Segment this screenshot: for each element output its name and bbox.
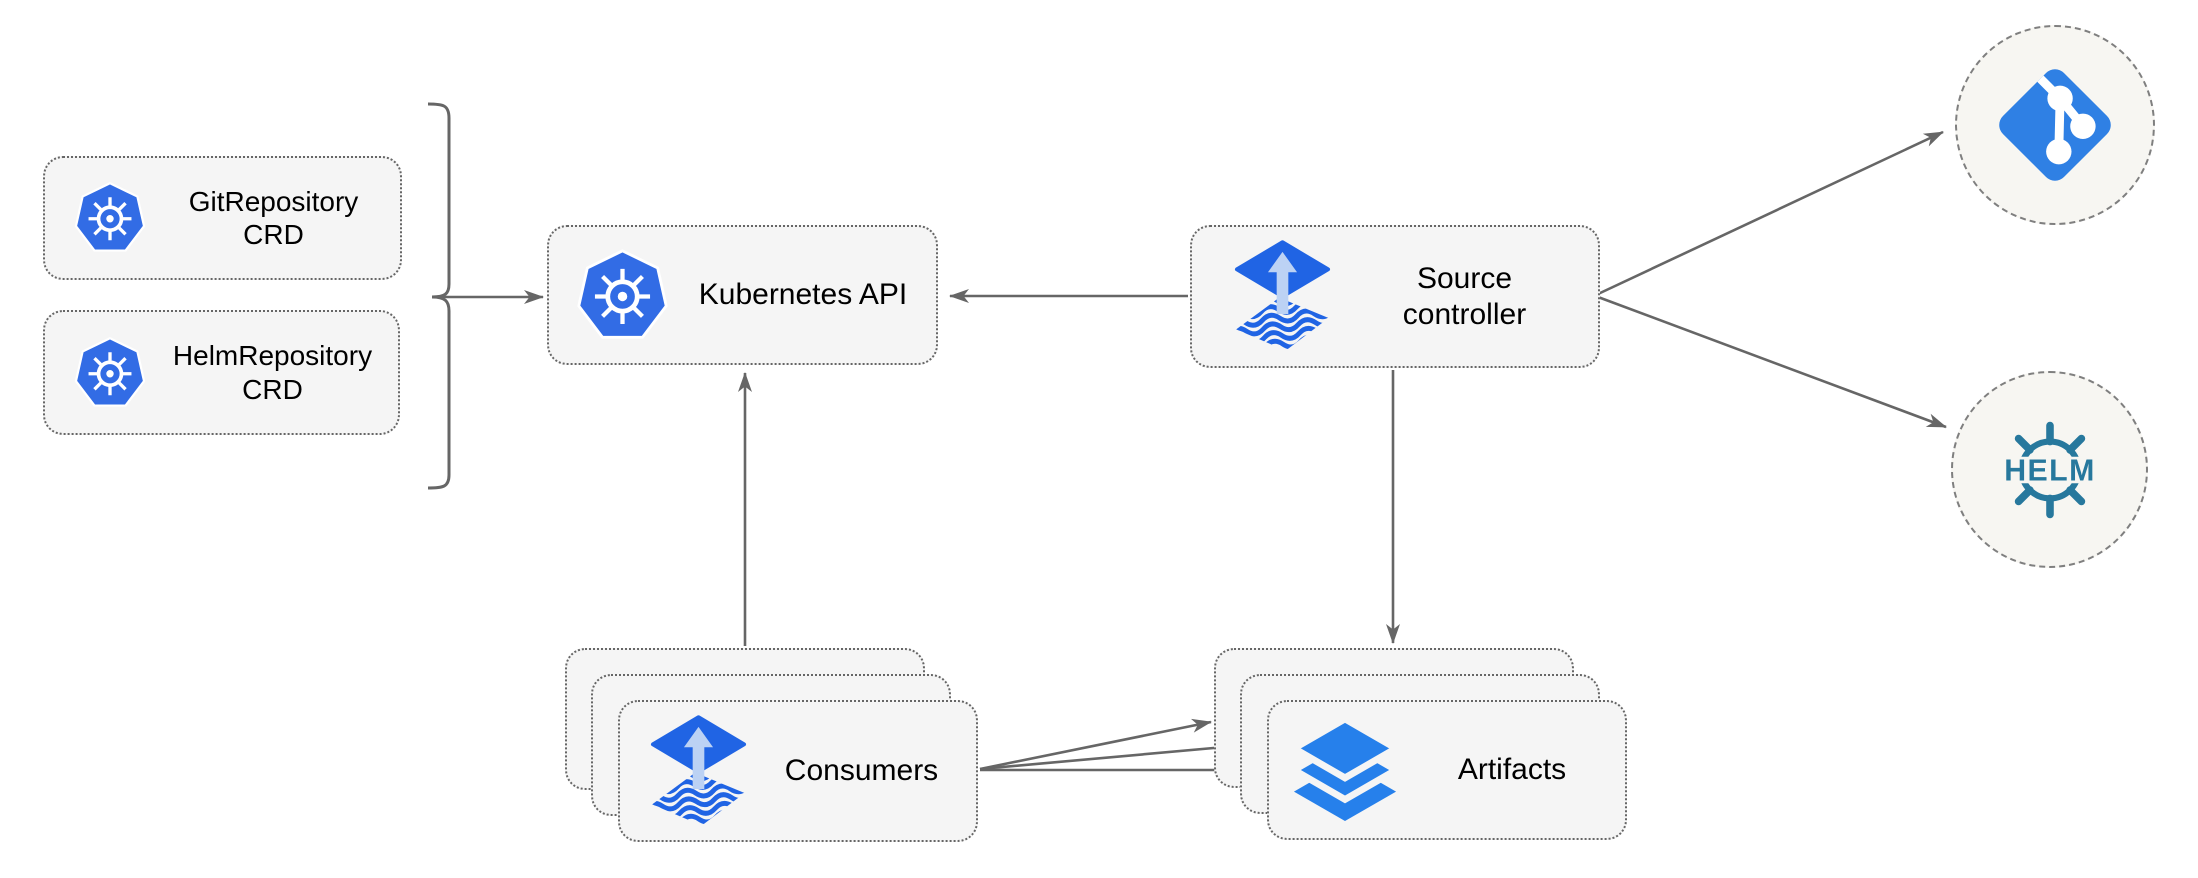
kubernetes-icon xyxy=(73,336,147,410)
node-gitrepository-crd: GitRepository CRD xyxy=(43,156,402,280)
node-label: Consumers xyxy=(784,754,939,788)
node-helm-remote: HELM xyxy=(1951,371,2148,568)
flux-source-icon xyxy=(650,715,747,828)
node-artifacts-stack: Artifacts xyxy=(1214,648,1628,841)
edge-consumers-to-artifacts-1 xyxy=(979,718,1212,771)
helm-icon: HELM xyxy=(1979,399,2121,541)
helm-logo-text: HELM xyxy=(2004,454,2095,487)
node-source-controller: Source controller xyxy=(1190,225,1600,368)
node-git-remote xyxy=(1955,25,2155,225)
edge-source-to-git xyxy=(1597,130,1944,296)
node-consumers-stack: Consumers xyxy=(565,648,979,843)
edge-consumers-to-artifacts-2 xyxy=(979,740,1237,771)
crd-group-brace xyxy=(427,102,451,490)
node-consumers: Consumers xyxy=(618,700,978,842)
node-label: Kubernetes API xyxy=(698,278,908,312)
kubernetes-icon xyxy=(73,181,147,255)
node-artifacts: Artifacts xyxy=(1267,700,1627,840)
git-icon xyxy=(1989,59,2121,191)
node-label: HelmRepository CRD xyxy=(172,340,373,405)
flux-source-icon xyxy=(1234,240,1331,353)
node-helmrepository-crd: HelmRepository CRD xyxy=(43,310,400,435)
kubernetes-icon xyxy=(575,248,670,343)
node-label: Artifacts xyxy=(1457,753,1567,787)
layers-icon xyxy=(1291,715,1399,825)
edge-source-to-helm xyxy=(1597,295,1947,429)
node-kubernetes-api: Kubernetes API xyxy=(547,225,938,365)
node-label: GitRepository CRD xyxy=(188,185,359,250)
node-label: Source controller xyxy=(1402,262,1527,331)
